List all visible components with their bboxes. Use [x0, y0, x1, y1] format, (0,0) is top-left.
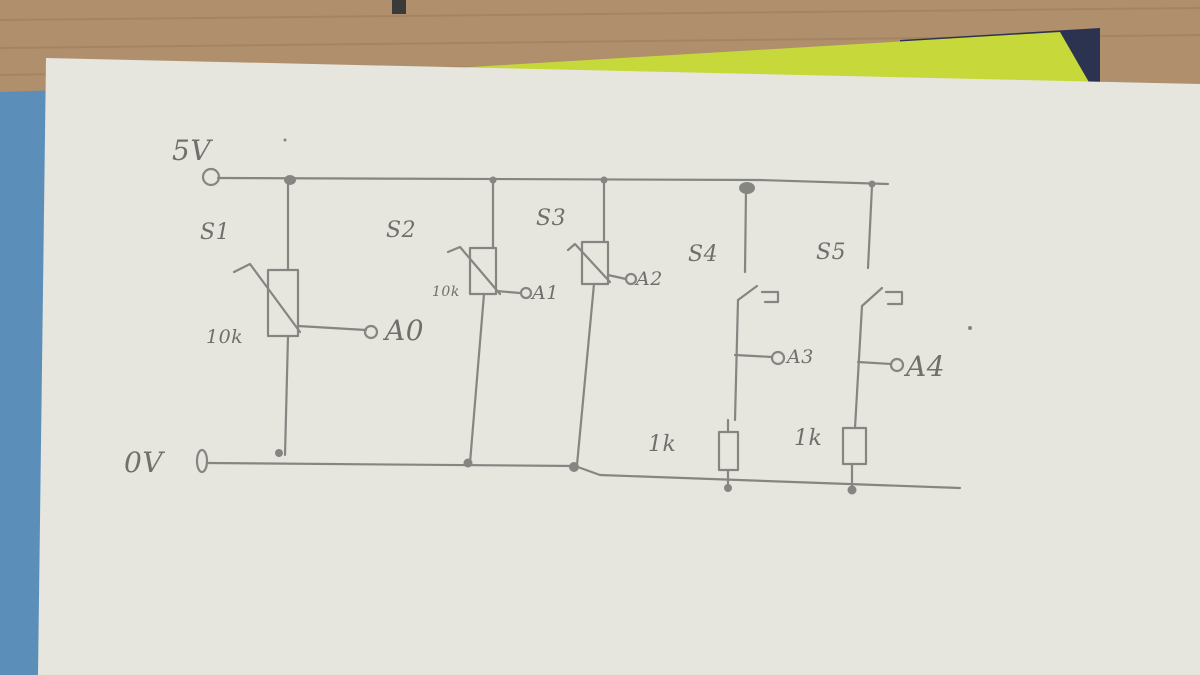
ground-rail — [206, 461, 962, 490]
vcc-terminal — [201, 167, 221, 187]
junction-dots — [275, 138, 972, 495]
s2-value-label: 10k — [432, 284, 460, 300]
gnd-terminal — [195, 448, 209, 474]
a0-label: A0 — [385, 314, 425, 347]
s4-resistor-label: 1k — [648, 432, 677, 457]
a4-label: A4 — [906, 350, 946, 383]
s1-value-label: 10k — [206, 326, 244, 348]
s5-label: S5 — [816, 240, 847, 265]
s2-label: S2 — [386, 218, 417, 243]
s1-label: S1 — [200, 220, 231, 245]
pen-tip — [392, 0, 406, 14]
s5-resistor-label: 1k — [794, 426, 823, 451]
sensor-s5 — [841, 184, 905, 492]
paper-sheet — [38, 58, 1200, 675]
gnd-label: 0V — [124, 446, 164, 479]
sensor-s2 — [446, 178, 533, 465]
supply-rail — [216, 176, 890, 186]
a2-label: A2 — [636, 268, 663, 290]
s3-label: S3 — [536, 206, 567, 231]
sensor-s4 — [717, 188, 786, 490]
a1-label: A1 — [532, 282, 559, 304]
sensor-s3 — [566, 178, 638, 467]
s4-label: S4 — [688, 242, 719, 267]
sensor-s1 — [232, 178, 379, 457]
vcc-label: 5V — [172, 134, 212, 167]
a3-label: A3 — [787, 346, 814, 368]
